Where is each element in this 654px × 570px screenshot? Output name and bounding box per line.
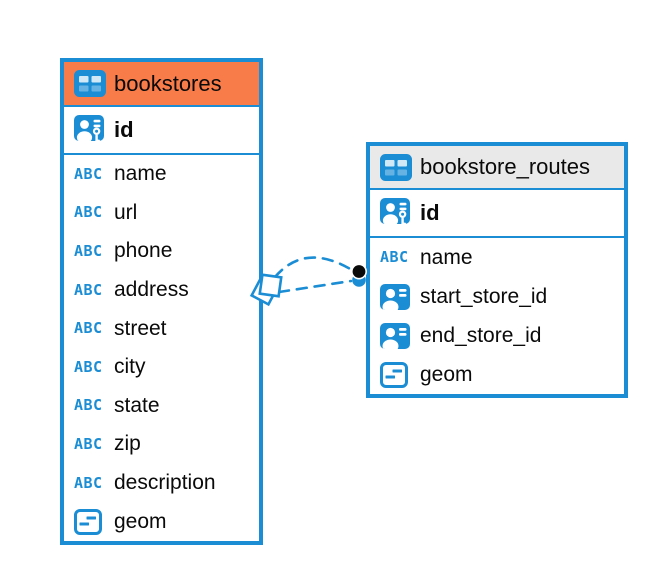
table-bookstore-routes-header[interactable]: bookstore_routes bbox=[370, 146, 624, 190]
primary-key-icon bbox=[74, 114, 104, 145]
column-row-primary-key[interactable]: id bbox=[370, 190, 624, 238]
relationship-target-marker-dots[interactable] bbox=[350, 263, 367, 287]
column-name: end_store_id bbox=[420, 323, 542, 347]
column-name: city bbox=[114, 355, 146, 379]
black-dot bbox=[350, 263, 367, 280]
relationship-line-2[interactable] bbox=[277, 279, 353, 294]
column-row[interactable]: geom bbox=[64, 502, 259, 541]
column-name: street bbox=[114, 316, 167, 340]
text-type-icon: ABC bbox=[74, 357, 103, 376]
text-type-icon: ABC bbox=[74, 203, 103, 222]
reference-id-icon bbox=[380, 322, 410, 349]
column-row[interactable]: ABC street bbox=[64, 309, 259, 348]
column-name: address bbox=[114, 278, 189, 302]
relationship-line-1[interactable] bbox=[273, 256, 354, 279]
column-name: state bbox=[114, 393, 160, 417]
column-row[interactable]: ABC address bbox=[64, 271, 259, 310]
text-type-icon: ABC bbox=[380, 248, 409, 266]
column-name: description bbox=[114, 471, 216, 495]
column-row[interactable]: ABC name bbox=[64, 155, 259, 194]
column-row[interactable]: ABC name bbox=[370, 238, 624, 277]
column-row[interactable]: end_store_id bbox=[370, 316, 624, 355]
reference-id-icon bbox=[380, 283, 410, 310]
column-name: url bbox=[114, 200, 138, 224]
column-row[interactable]: ABC description bbox=[64, 464, 259, 503]
column-row[interactable]: ABC state bbox=[64, 387, 259, 426]
column-row[interactable]: ABC zip bbox=[64, 425, 259, 464]
column-name: phone bbox=[114, 239, 173, 263]
table-icon bbox=[74, 70, 106, 97]
text-type-icon: ABC bbox=[74, 473, 103, 492]
column-name: geom bbox=[114, 509, 167, 533]
table-name: bookstores bbox=[114, 70, 222, 96]
column-row[interactable]: ABC phone bbox=[64, 232, 259, 271]
column-row[interactable]: start_store_id bbox=[370, 277, 624, 316]
column-row[interactable]: geom bbox=[370, 355, 624, 394]
table-bookstores[interactable]: bookstores id bbox=[60, 58, 263, 545]
text-type-icon: ABC bbox=[74, 280, 103, 299]
column-name: id bbox=[420, 200, 440, 225]
geometry-type-icon bbox=[74, 508, 102, 535]
text-type-icon: ABC bbox=[74, 396, 103, 415]
table-name: bookstore_routes bbox=[420, 154, 590, 179]
table-icon bbox=[380, 153, 412, 181]
column-name: name bbox=[114, 162, 167, 186]
column-name: geom bbox=[420, 362, 473, 386]
blue-dot bbox=[352, 273, 366, 287]
column-name: start_store_id bbox=[420, 284, 548, 308]
column-name: id bbox=[114, 117, 134, 142]
column-row[interactable]: ABC url bbox=[64, 194, 259, 233]
text-type-icon: ABC bbox=[74, 164, 103, 183]
table-bookstore-routes[interactable]: bookstore_routes bbox=[366, 142, 628, 398]
column-row[interactable]: ABC city bbox=[64, 348, 259, 387]
column-name: name bbox=[420, 245, 473, 269]
text-type-icon: ABC bbox=[74, 434, 103, 453]
text-type-icon: ABC bbox=[74, 319, 103, 338]
primary-key-icon bbox=[380, 197, 410, 228]
column-name: zip bbox=[114, 432, 141, 456]
geometry-type-icon bbox=[380, 361, 408, 388]
table-bookstores-header[interactable]: bookstores bbox=[64, 62, 259, 107]
text-type-icon: ABC bbox=[74, 241, 103, 260]
column-row-primary-key[interactable]: id bbox=[64, 107, 259, 155]
